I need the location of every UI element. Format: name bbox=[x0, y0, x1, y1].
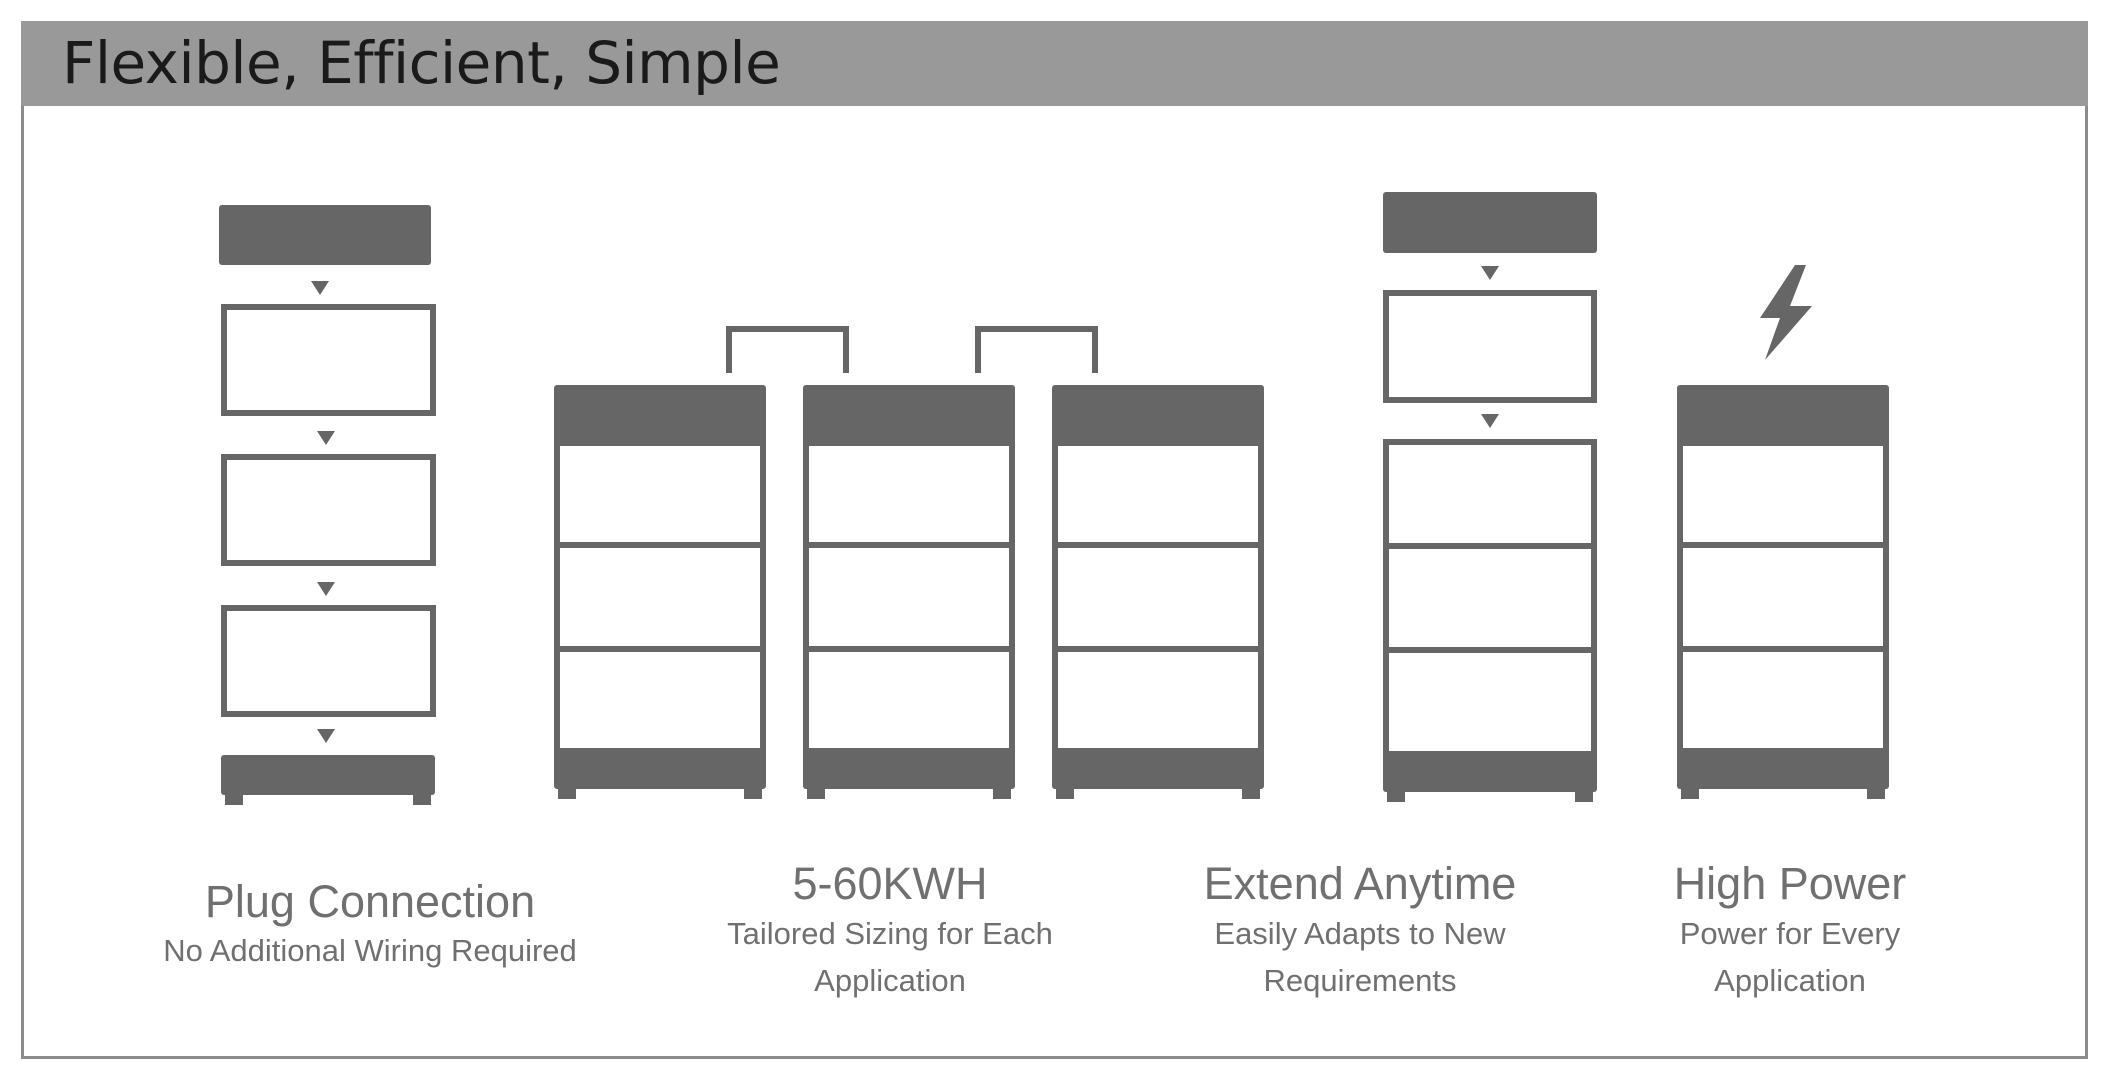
feature-description: Tailored Sizing for Each bbox=[727, 916, 1053, 951]
arrow-down-icon bbox=[1481, 414, 1499, 428]
arrow-down-icon bbox=[317, 582, 335, 596]
arrow-down-icon bbox=[317, 431, 335, 445]
feature-heading: 5-60KWH bbox=[792, 858, 988, 909]
feature-heading: Plug Connection bbox=[204, 876, 536, 927]
feature-heading: Extend Anytime bbox=[1203, 858, 1517, 909]
arrow-down-icon bbox=[1481, 266, 1499, 280]
plug-connection-stack-icon bbox=[219, 205, 436, 805]
bolt-icon bbox=[1760, 265, 1812, 360]
page-title: Flexible, Efficient, Simple bbox=[62, 29, 781, 97]
feature-description: Application bbox=[814, 963, 966, 998]
feature-description: Power for Every bbox=[1679, 916, 1901, 951]
extend-stack-icon bbox=[1383, 192, 1597, 802]
feature-high-power: High Power Power for Every Application bbox=[1590, 858, 1990, 1004]
feature-description: Easily Adapts to New bbox=[1214, 916, 1506, 951]
arrow-down-icon bbox=[317, 729, 335, 743]
feature-description: Application bbox=[1714, 963, 1866, 998]
feature-heading: High Power bbox=[1673, 858, 1907, 909]
feature-extend-anytime: Extend Anytime Easily Adapts to New Requ… bbox=[1160, 858, 1560, 1004]
high-power-stack-icon bbox=[1677, 265, 1889, 799]
feature-capacity: 5-60KWH Tailored Sizing for Each Applica… bbox=[690, 858, 1090, 1004]
feature-description: No Additional Wiring Required bbox=[163, 933, 577, 968]
arrow-down-icon bbox=[311, 281, 329, 295]
header-bar bbox=[21, 21, 2088, 106]
feature-description: Requirements bbox=[1263, 963, 1457, 998]
capacity-stacks-icon bbox=[554, 326, 1264, 799]
feature-plug-connection: Plug Connection No Additional Wiring Req… bbox=[145, 876, 595, 974]
